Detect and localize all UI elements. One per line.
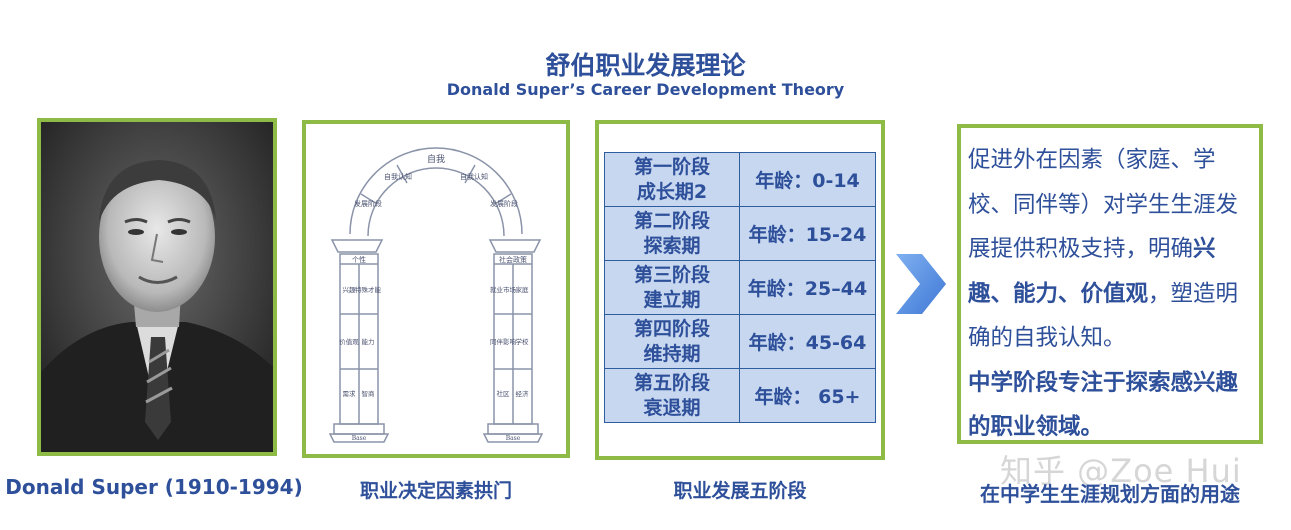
arch-diagram: 自我 自我认知 自我认知 发展阶段 发展阶段 个性 社会政策 Base Base… [328,147,544,443]
stage-name-cell: 第五阶段衰退期 [604,368,740,423]
photo-caption: Donald Super (1910-1994) [5,475,303,499]
stage-age-cell: 年龄：25–44 [739,260,876,315]
stage-period: 探索期 [643,234,701,257]
stage-row: 第二阶段探索期 年龄：15-24 [604,206,876,261]
stage-name-cell: 第三阶段建立期 [604,260,740,315]
stage-number: 第一阶段 [633,155,710,178]
stage-age-cell: 年龄： 65+ [739,368,876,423]
arch-caption: 职业决定因素拱门 [359,480,512,502]
stages-table: 第一阶段成长期2 年龄：0-14 第二阶段探索期 年龄：15-24 第三阶段建立… [604,152,876,423]
arch-upper-right-label: 自我认知 [460,172,488,181]
usage-text-highlight: 兴趣、能力、价值观 [968,236,1216,307]
photo-frame [37,118,277,456]
arch-left-capital-label: 个性 [352,255,366,264]
arch-left-base-label: Base [352,435,367,442]
arch-right-base-label: Base [506,435,521,442]
stage-row: 第五阶段衰退期 年龄： 65+ [604,368,876,423]
stage-period: 成长期2 [636,180,708,203]
chevron-right-icon [896,254,946,314]
arch-left-inner-2: 能力 [362,337,375,346]
stage-period: 建立期 [643,288,701,311]
stage-row: 第一阶段成长期2 年龄：0-14 [604,152,876,207]
stage-period: 维持期 [643,342,701,365]
arch-left-outer-3: 需求 [343,389,357,398]
stage-number: 第四阶段 [633,317,710,340]
arch-right-capital-label: 社会政策 [499,255,527,264]
arch-right-outer-2: 同伴影响 [490,337,517,346]
stage-age-cell: 年龄：45-64 [739,314,876,369]
portrait-image [41,122,273,452]
arch-frame: 自我 自我认知 自我认知 发展阶段 发展阶段 个性 社会政策 Base Base… [302,120,570,458]
arch-left-mid-label: 发展阶段 [354,199,382,208]
watermark: 知乎 @Zoe Hui [1000,452,1242,490]
arch-left-inner-3: 智商 [362,389,376,398]
stage-row: 第四阶段维持期 年龄：45-64 [604,314,876,369]
arch-upper-left-label: 自我认知 [384,172,412,181]
stages-caption: 职业发展五阶段 [673,480,807,502]
usage-text-rest: ，塑造明确的自我认知。 [968,280,1239,352]
stage-age-cell: 年龄：0-14 [739,152,876,207]
page-title: 舒伯职业发展理论 [545,51,746,80]
arch-right-inner-3: 经济 [516,389,530,398]
usage-frame [957,124,1263,444]
page-subtitle: Donald Super’s Career Development Theory [446,80,845,99]
usage-text-focus: 中学阶段专注于探索感兴趣的职业领域。 [968,369,1239,441]
arch-right-outer-3: 社区 [497,389,511,398]
stage-name-cell: 第四阶段维持期 [604,314,740,369]
usage-caption: 在中学生生涯规划方面的用途 [980,482,1240,506]
stage-name-cell: 第一阶段成长期2 [604,152,740,207]
usage-text: 促进外在因素（家庭、学校、同伴等）对学生生涯发展提供积极支持，明确兴趣、能力、价… [968,138,1248,450]
arch-right-outer-1: 就业市场 [490,285,517,294]
stage-age-cell: 年龄：15-24 [739,206,876,261]
arch-top-label: 自我 [427,153,445,165]
arch-right-mid-label: 发展阶段 [490,199,518,208]
stage-number: 第二阶段 [633,209,710,232]
stage-number: 第五阶段 [633,371,710,394]
arch-left-outer-1: 兴趣 [343,285,357,294]
arch-left-outer-2: 价值观 [339,337,359,346]
stage-period: 衰退期 [643,396,701,419]
stage-number: 第三阶段 [633,263,710,286]
arch-right-inner-1: 家庭 [516,285,530,294]
usage-text-intro: 促进外在因素（家庭、学校、同伴等）对学生生涯发展提供积极支持，明确 [968,147,1239,262]
arch-left-inner-1: 特殊才能 [355,285,382,294]
stage-row: 第三阶段建立期 年龄：25–44 [604,260,876,315]
stage-name-cell: 第二阶段探索期 [604,206,740,261]
arch-right-inner-2: 学校 [516,337,530,346]
